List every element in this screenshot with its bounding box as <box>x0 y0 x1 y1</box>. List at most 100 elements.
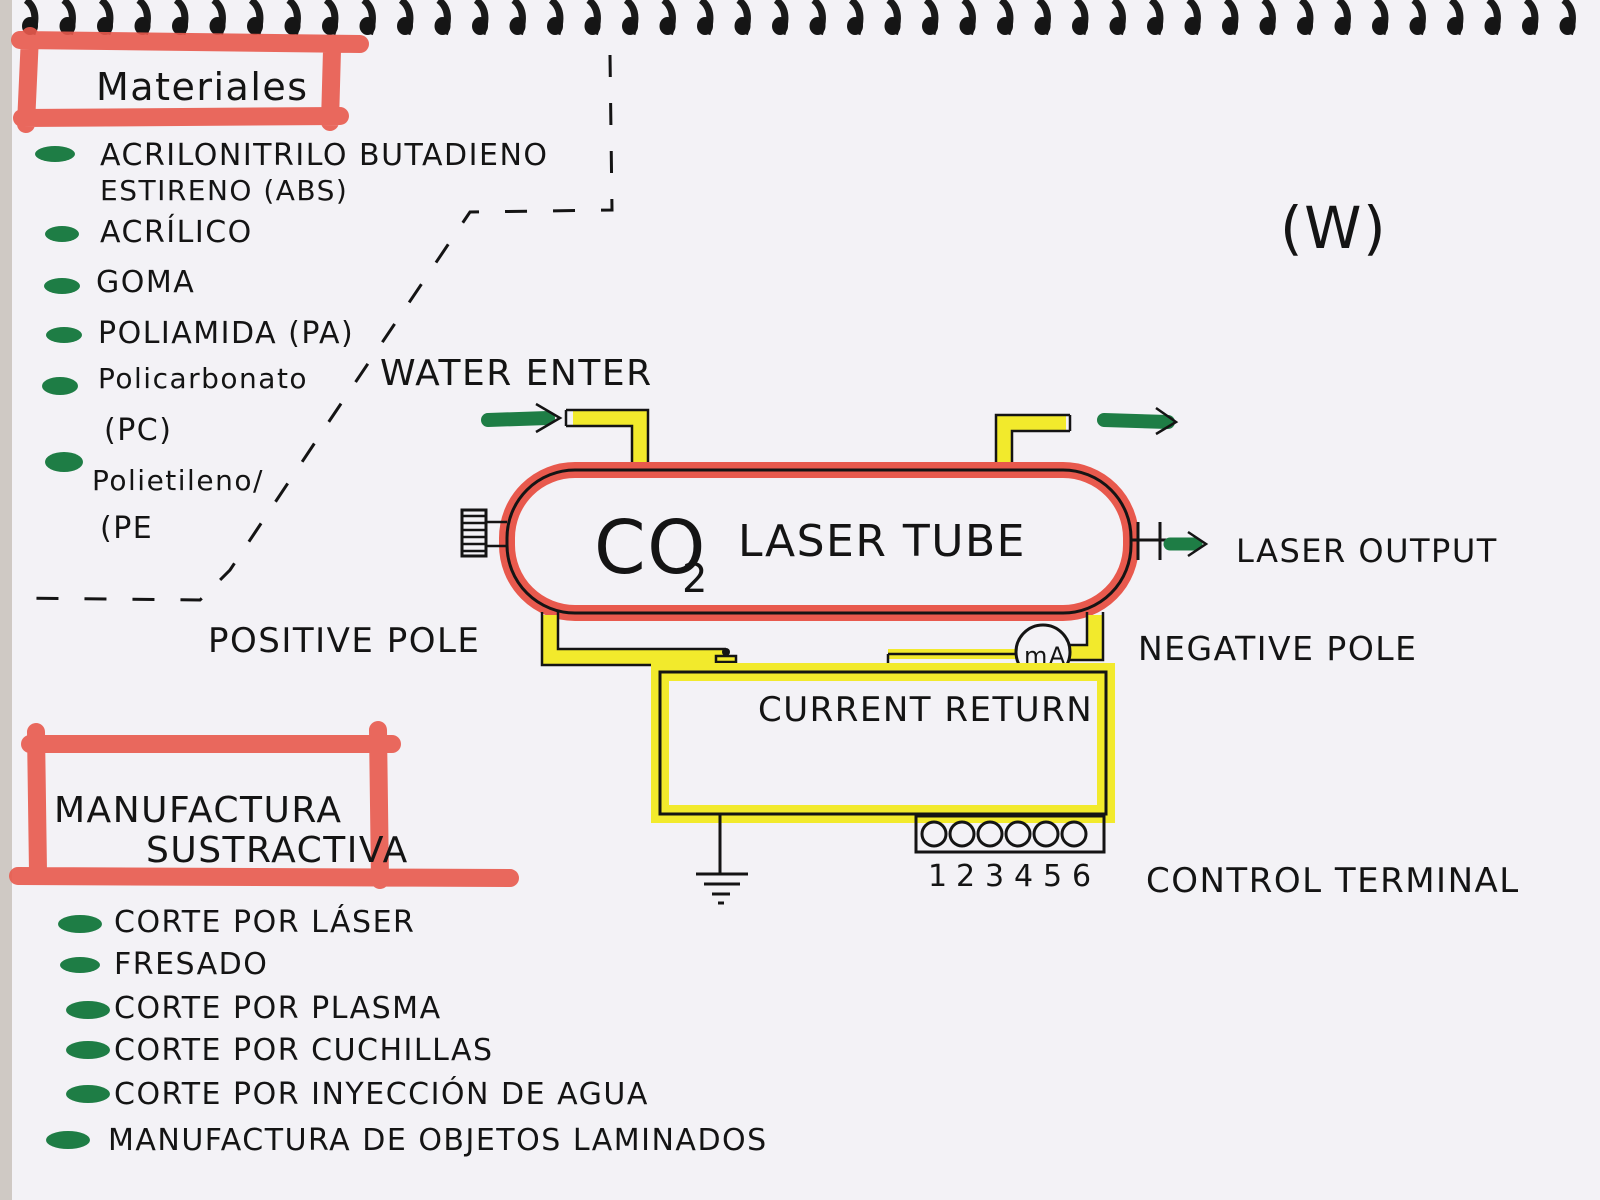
spiral-binding <box>22 0 1576 36</box>
bullet-icon <box>45 226 79 242</box>
water-in-arrow-icon <box>481 411 555 427</box>
negative-pole-label: Negative pole <box>1138 629 1418 668</box>
dashed-callout-line <box>17 54 614 602</box>
spiral-ring-icon <box>1222 0 1239 36</box>
terminal-number: 3 <box>985 859 1006 894</box>
manufacturing-item: Fresado <box>114 947 268 982</box>
manufacturing-item: Corte por inyección de agua <box>114 1075 649 1112</box>
manufacturing-title-line2: sustractiva <box>146 830 409 871</box>
bullet-icon <box>46 327 82 343</box>
terminal-screw-icon <box>1032 820 1060 848</box>
water-in-arrow-head-icon <box>535 402 563 434</box>
material-item: Goma <box>96 265 195 300</box>
spiral-ring-icon <box>359 0 376 36</box>
paper-edge-shadow <box>0 0 12 1200</box>
terminal-screw-icon <box>920 820 948 848</box>
water-inlet-pipe-outline <box>564 408 650 472</box>
materials-title-box <box>11 27 369 133</box>
spiral-ring-icon <box>247 0 264 36</box>
terminal-screw-icon <box>976 820 1004 848</box>
spiral-ring-icon <box>809 0 826 36</box>
spiral-ring-icon <box>1372 0 1389 36</box>
paper-sheet <box>10 0 1600 1200</box>
laser-tube-diagram: CO 2 Laser tube mA Current return 1 2 3 … <box>208 353 1520 905</box>
bullet-icon <box>66 1001 110 1019</box>
water-enter-label: Water enter <box>380 353 653 394</box>
spiral-ring-icon <box>1259 0 1276 36</box>
laser-output-label: Laser output <box>1236 532 1498 570</box>
spiral-ring-icon <box>1147 0 1164 36</box>
spiral-ring-icon <box>472 0 489 36</box>
materials-title: Materiales <box>96 65 309 109</box>
manufacturing-item: Corte por cuchillas <box>114 1033 494 1068</box>
bullet-icon <box>60 957 100 973</box>
terminal-number: 1 <box>928 859 949 894</box>
positive-wire <box>542 615 726 665</box>
terminal-screw-icon <box>1004 820 1032 848</box>
bullet-icon <box>66 1041 110 1059</box>
spiral-ring-icon <box>884 0 901 36</box>
manufacturing-item: Manufactura de objetos laminados <box>108 1123 768 1158</box>
spiral-ring-icon <box>1484 0 1501 36</box>
spiral-ring-icon <box>959 0 976 36</box>
power-supply-box-outline <box>658 670 1108 816</box>
material-item: Policarbonato <box>98 362 308 395</box>
bullet-icon <box>42 377 78 395</box>
material-item: Poliamida (PA) <box>98 316 354 351</box>
laser-output-arrow-head-icon <box>1187 530 1209 558</box>
bullet-icon <box>44 278 80 294</box>
control-terminal-label: Control terminal <box>1146 861 1520 901</box>
negative-wire-outline <box>1068 612 1105 662</box>
spiral-ring-icon <box>1297 0 1314 36</box>
corner-mark: (W) <box>1280 194 1387 262</box>
spiral-ring-icon <box>847 0 864 36</box>
tube-label-subscript: 2 <box>682 556 709 602</box>
terminal-screws <box>920 820 1088 848</box>
terminal-number: 2 <box>956 859 977 894</box>
spiral-ring-icon <box>59 0 76 36</box>
terminal-numbers: 1 2 3 4 5 6 <box>928 859 1093 894</box>
spiral-ring-icon <box>434 0 451 36</box>
spiral-ring-icon <box>1184 0 1201 36</box>
spiral-ring-icon <box>659 0 676 36</box>
negative-wire <box>1070 615 1103 660</box>
material-item-continued: (PC) <box>104 413 172 448</box>
spiral-ring-icon <box>1034 0 1051 36</box>
material-item: Acrílico <box>100 214 253 250</box>
positive-terminal-dot <box>722 648 730 656</box>
bullet-icon <box>58 915 102 933</box>
positive-pole-label: Positive pole <box>208 621 480 661</box>
spiral-ring-icon <box>172 0 189 36</box>
spiral-ring-icon <box>209 0 226 36</box>
bullet-icon <box>66 1085 110 1103</box>
spiral-ring-icon <box>1447 0 1464 36</box>
tube-end-cap-hatch <box>462 514 507 553</box>
material-item-continued: (PE <box>100 511 153 546</box>
water-out-arrow-icon <box>1097 413 1175 429</box>
manufacturing-item: Corte por plasma <box>114 991 442 1026</box>
current-return-label: Current return <box>758 690 1093 730</box>
tube-end-cap-icon <box>460 508 488 558</box>
spiral-ring-icon <box>547 0 564 36</box>
spiral-ring-icon <box>509 0 526 36</box>
material-item: Acrilonitrilo butadieno <box>100 138 549 173</box>
materials-section: Materiales Acrilonitrilo butadieno estir… <box>11 27 614 602</box>
spiral-ring-icon <box>1522 0 1539 36</box>
spiral-ring-icon <box>1559 0 1576 36</box>
spiral-ring-icon <box>922 0 939 36</box>
bullet-icon <box>46 1131 90 1149</box>
output-mount-icon <box>1131 522 1170 560</box>
spiral-ring-icon <box>622 0 639 36</box>
material-item: Polietileno/ <box>92 464 264 497</box>
spiral-ring-icon <box>1334 0 1351 36</box>
manufacturing-section: Manufactura sustractiva Corte por láser … <box>9 721 768 1158</box>
material-item-continued: estireno (ABS) <box>100 174 348 207</box>
bullet-icon <box>35 146 75 162</box>
water-outlet-pipe <box>995 414 1066 470</box>
terminal-number: 6 <box>1072 859 1093 894</box>
terminal-screw-icon <box>948 820 976 848</box>
manufacturing-item: Corte por láser <box>114 904 415 940</box>
manufacturing-title-box <box>9 721 519 889</box>
ground-icon <box>696 814 748 905</box>
